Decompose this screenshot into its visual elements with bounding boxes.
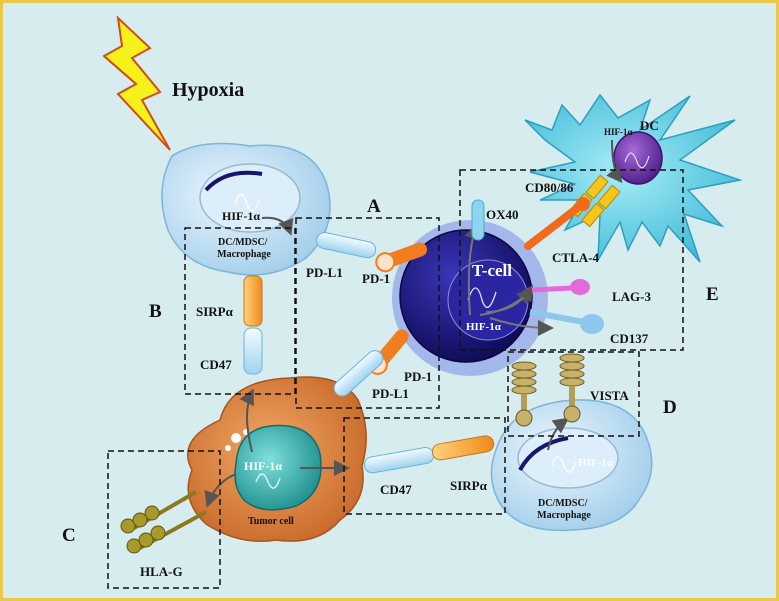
box-d	[507, 351, 640, 437]
panel-letter-c: C	[62, 525, 76, 546]
hypoxia-title: Hypoxia	[172, 79, 244, 101]
hif-arrow-left	[261, 216, 294, 236]
ctla4-head	[576, 197, 590, 211]
hif-label-tcell: HIF-1α	[466, 321, 502, 333]
vista-label: VISTA	[590, 388, 629, 403]
box-cd47-sirpa	[343, 417, 506, 515]
ctla4-label: CTLA-4	[552, 250, 599, 265]
cd80-86-label: CD80/86	[525, 180, 574, 195]
hif-label-left: HIF-1α	[222, 209, 260, 223]
hif-label-dc: HIF-1α	[604, 127, 633, 137]
sirpa-bottom-receptor	[431, 435, 495, 461]
ox40-receptor	[471, 199, 485, 241]
myeloid-cell-left	[161, 142, 331, 276]
hif-label-right: HIF-1α	[578, 457, 614, 469]
tcell-label: T-cell	[472, 261, 512, 280]
myeloid-left-line2: Macrophage	[217, 249, 271, 260]
myeloid-cell-right	[490, 399, 653, 532]
panel-letter-e: E	[706, 284, 719, 305]
hif-arrow-dc	[606, 139, 623, 184]
pdl1-top-ligand	[316, 232, 377, 259]
pdl1-bottom-ligand	[333, 350, 384, 397]
pdl1-top-label: PD-L1	[306, 265, 343, 280]
myeloid-right-label: DC/MDSC/ Macrophage	[537, 498, 591, 521]
box-a	[295, 217, 440, 409]
tumor-cell	[187, 376, 367, 543]
box-e	[459, 169, 684, 351]
cd137-head	[580, 314, 604, 334]
sirpa-bottom-label: SIRPα	[450, 478, 488, 493]
box-b	[184, 227, 296, 395]
pd1-bottom-label: PD-1	[404, 369, 432, 384]
box-c	[107, 450, 221, 589]
hlag-label: HLA-G	[140, 564, 183, 579]
vista-receptors	[511, 353, 585, 427]
cd137-label: CD137	[610, 331, 649, 346]
myeloid-right-line1: DC/MDSC/	[538, 498, 588, 509]
myeloid-left-line1: DC/MDSC/	[218, 237, 268, 248]
hif-arrow-tumor-up	[239, 388, 254, 453]
hif-arrow-tcell-4	[489, 317, 554, 336]
cd47-left-ligand	[243, 327, 263, 375]
hif-arrow-tcell-3	[485, 284, 534, 313]
panel-letter-a: A	[367, 196, 381, 217]
cd47-left-label: CD47	[200, 357, 232, 372]
ctla4-receptor	[524, 202, 584, 250]
cd47-bottom-label: CD47	[380, 482, 412, 497]
dc-label: DC	[640, 118, 659, 133]
hif-arrow-tumor-left	[204, 473, 237, 508]
hif-arrow-right	[547, 417, 570, 451]
pd1-top-label: PD-1	[362, 271, 390, 286]
ox40-label: OX40	[486, 207, 519, 222]
lag3-label: LAG-3	[612, 289, 652, 304]
tumor-label: Tumor cell	[248, 516, 294, 527]
hlag-molecules	[120, 490, 207, 554]
pdl1-bottom-label: PD-L1	[372, 386, 409, 401]
lightning-icon	[102, 15, 171, 151]
lag3-head	[570, 279, 590, 295]
panel-letter-b: B	[149, 301, 162, 322]
sirpa-left-receptor	[243, 275, 263, 327]
cd137-receptor	[529, 309, 585, 325]
lag3-receptor	[531, 285, 573, 293]
panel-letter-d: D	[663, 397, 677, 418]
myeloid-right-line2: Macrophage	[537, 510, 591, 521]
myeloid-left-label: DC/MDSC/ Macrophage	[217, 237, 271, 260]
pd1-top-receptor	[375, 242, 428, 273]
hif-label-tumor: HIF-1α	[244, 459, 282, 473]
sirpa-left-label: SIRPα	[196, 304, 234, 319]
